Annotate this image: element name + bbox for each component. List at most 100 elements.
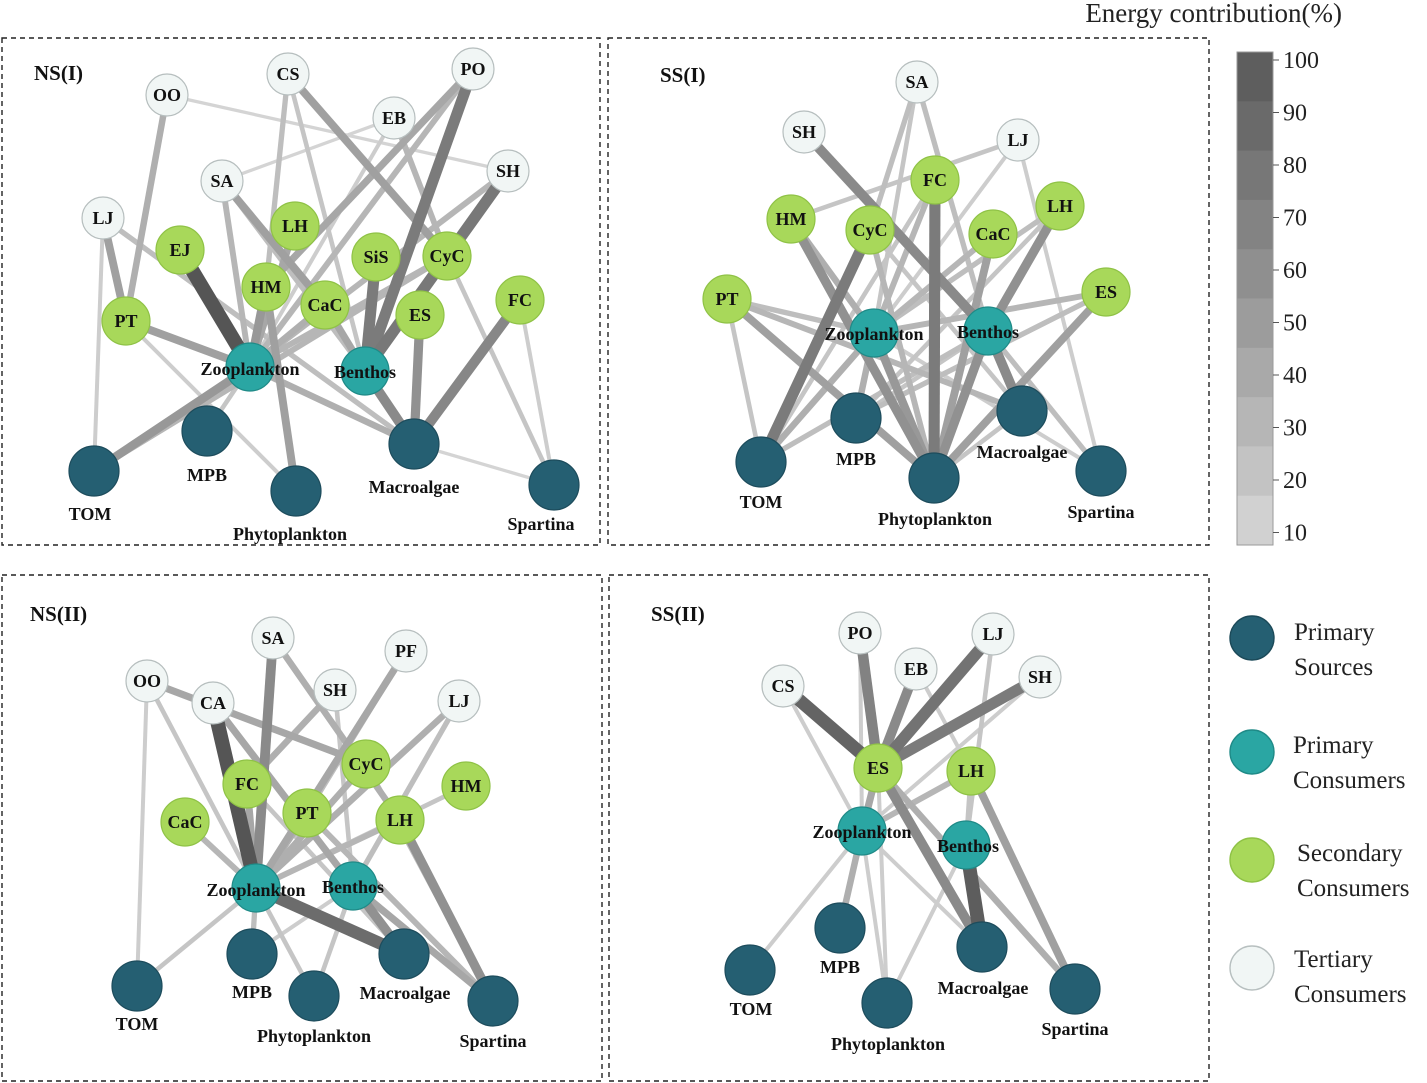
link-lj-hm bbox=[790, 137, 1019, 222]
node-circle bbox=[1049, 963, 1101, 1015]
node-phy: Phytoplankton bbox=[878, 452, 992, 529]
node-eb: EB bbox=[894, 647, 938, 691]
node-circle bbox=[270, 465, 322, 517]
node-circle bbox=[849, 308, 899, 358]
node-sh: SH bbox=[313, 668, 357, 712]
node-label: Macroalgae bbox=[977, 442, 1068, 462]
node-label: HM bbox=[251, 277, 282, 297]
link-oo-pt bbox=[122, 94, 171, 322]
link-po-zoo bbox=[247, 67, 476, 369]
node-circle bbox=[81, 196, 125, 240]
node-ben: Benthos bbox=[937, 820, 999, 870]
node-spa: Spartina bbox=[1067, 445, 1135, 522]
node-cs: CS bbox=[266, 52, 310, 96]
node-mpb: MPB bbox=[830, 392, 882, 469]
node-label: TOM bbox=[730, 999, 773, 1019]
node-circle bbox=[372, 96, 416, 140]
node-circle bbox=[340, 346, 390, 396]
link-ben-tom bbox=[759, 328, 990, 465]
node-label: PF bbox=[395, 641, 417, 661]
node-circle bbox=[145, 73, 189, 117]
link-ben-phy bbox=[929, 329, 993, 480]
colorbar-step bbox=[1237, 495, 1273, 546]
node-circle bbox=[282, 788, 332, 838]
link-zoo-mac bbox=[860, 829, 984, 949]
node-circle bbox=[968, 209, 1018, 259]
node-sa: SA bbox=[251, 616, 295, 660]
node-spa: Spartina bbox=[1041, 963, 1109, 1039]
node-circle bbox=[441, 761, 491, 811]
link-sa-zoo bbox=[871, 81, 920, 334]
node-label: OO bbox=[153, 85, 181, 105]
node-circle bbox=[996, 385, 1048, 437]
node-sh: SH bbox=[782, 110, 826, 154]
colorbar-tick-label: 20 bbox=[1283, 468, 1307, 494]
node-label: EB bbox=[382, 108, 406, 128]
colorbar-step bbox=[1237, 101, 1273, 152]
link-fc-mac bbox=[409, 297, 525, 447]
link-pf-zoo bbox=[252, 649, 410, 890]
node-label: Phytoplankton bbox=[831, 1034, 945, 1054]
node-lh: LH bbox=[375, 795, 425, 845]
node-label: Phytoplankton bbox=[233, 524, 347, 544]
node-fc: FC bbox=[495, 275, 545, 325]
node-label: LJ bbox=[982, 624, 1003, 644]
node-label: Macroalgae bbox=[938, 978, 1029, 998]
link-zoo-tom bbox=[748, 829, 864, 972]
node-label: CyC bbox=[430, 246, 465, 266]
node-label: PO bbox=[848, 623, 873, 643]
teal-circle-icon bbox=[1229, 729, 1275, 775]
node-circle bbox=[241, 262, 291, 312]
node-label: CS bbox=[276, 64, 299, 84]
node-pt: PT bbox=[101, 296, 151, 346]
panel-frame bbox=[608, 574, 1210, 1082]
edge-layer bbox=[91, 66, 557, 493]
colorbar-tick-label: 70 bbox=[1283, 206, 1307, 232]
legend-label-line2: Consumers bbox=[1293, 767, 1406, 794]
node-circle bbox=[422, 231, 472, 281]
node-circle bbox=[375, 795, 425, 845]
legend-label-line1: Primary bbox=[1293, 732, 1374, 759]
node-label: PO bbox=[461, 59, 486, 79]
node-label: SiS bbox=[363, 247, 388, 267]
colorbar-tick-label: 10 bbox=[1283, 521, 1307, 547]
node-circle bbox=[1075, 445, 1127, 497]
node-label: Macroalgae bbox=[360, 983, 451, 1003]
node-tom: TOM bbox=[735, 436, 787, 512]
node-label: Zooplankton bbox=[200, 359, 299, 379]
node-hm: HM bbox=[441, 761, 491, 811]
node-oo: OO bbox=[125, 659, 169, 703]
node-zoo: Zooplankton bbox=[824, 308, 924, 358]
node-lj: LJ bbox=[996, 118, 1040, 162]
node-mac: Macroalgae bbox=[977, 385, 1068, 462]
node-ej: EJ bbox=[155, 225, 205, 275]
node-label: Spartina bbox=[1067, 502, 1134, 522]
node-ben: Benthos bbox=[334, 346, 396, 396]
node-circle bbox=[111, 960, 163, 1012]
node-label: PT bbox=[295, 803, 318, 823]
node-label: CaC bbox=[976, 224, 1011, 244]
link-es-phy bbox=[931, 289, 1109, 481]
node-circle bbox=[895, 60, 939, 104]
node-label: Spartina bbox=[1041, 1019, 1108, 1039]
node-po: PO bbox=[838, 611, 882, 655]
node-circle bbox=[837, 806, 887, 856]
node-circle bbox=[941, 820, 991, 870]
panel-title: SS(II) bbox=[651, 602, 705, 626]
link-oo-cyc bbox=[145, 677, 368, 768]
link-pt-spa bbox=[304, 810, 496, 1004]
node-mpb: MPB bbox=[814, 902, 866, 977]
node-circle bbox=[853, 743, 903, 793]
node-sh: SH bbox=[486, 149, 530, 193]
node-circle bbox=[181, 405, 233, 457]
node-circle bbox=[1081, 267, 1131, 317]
node-circle bbox=[971, 612, 1015, 656]
node-circle bbox=[735, 436, 787, 488]
node-label: Benthos bbox=[322, 877, 384, 897]
link-sh-zoo bbox=[860, 675, 1042, 833]
link-zoo-tom bbox=[758, 330, 877, 465]
